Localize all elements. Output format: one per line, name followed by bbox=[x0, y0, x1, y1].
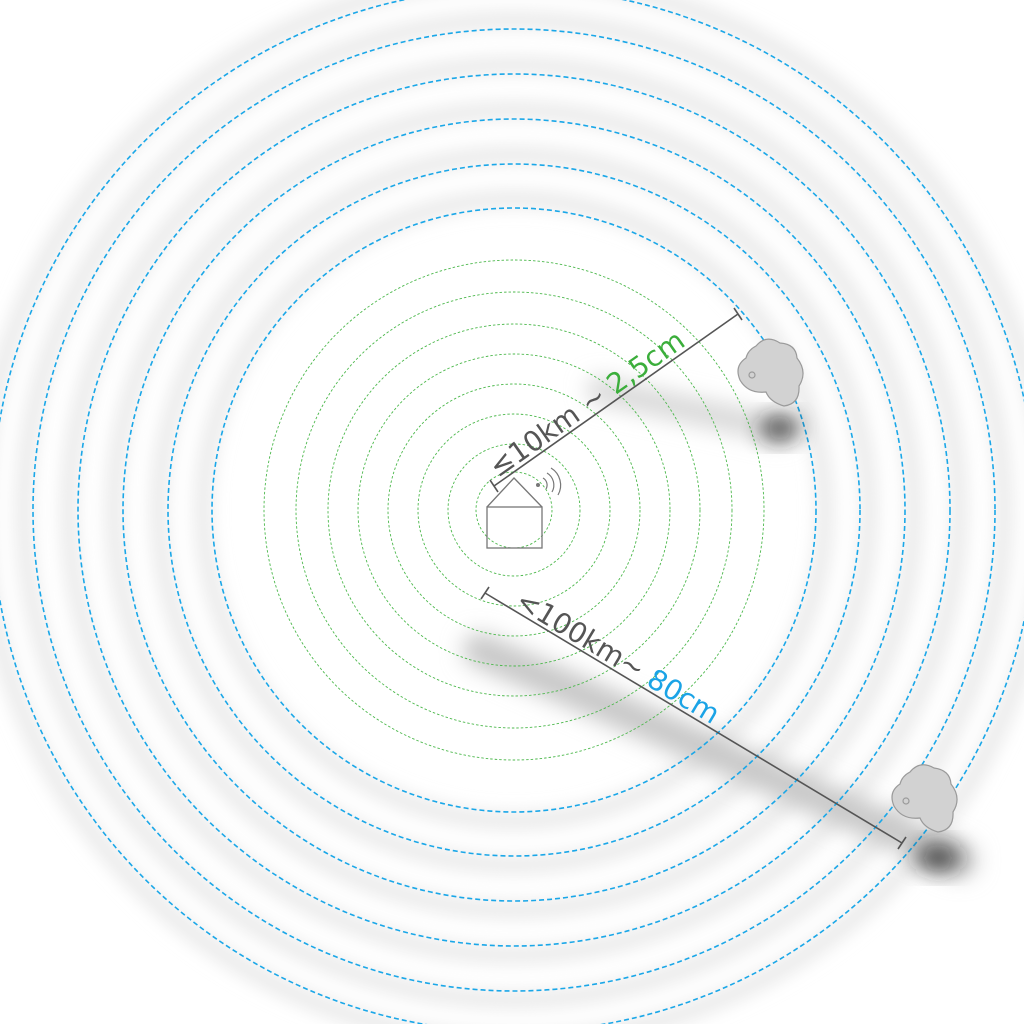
ring-halo bbox=[107, 103, 921, 917]
inner-range-ring bbox=[295, 291, 733, 729]
ring-halo bbox=[196, 192, 832, 828]
near-range-prefix: ≤10km ~ bbox=[483, 374, 620, 484]
near-measure-line bbox=[489, 307, 743, 493]
inner-range-ring bbox=[327, 323, 701, 697]
ring-halo bbox=[152, 148, 876, 872]
line-shadows bbox=[463, 377, 977, 877]
sensor-device-icon bbox=[737, 338, 804, 441]
outer-range-ring bbox=[122, 118, 906, 902]
far-measure-line bbox=[480, 586, 907, 850]
far-line-shadow bbox=[463, 633, 977, 877]
wifi-signal-icon bbox=[536, 467, 562, 496]
inner-range-ring bbox=[357, 353, 671, 667]
near-line-shadow bbox=[587, 377, 793, 443]
inner-range-ring bbox=[447, 443, 581, 577]
inner-range-ring bbox=[417, 413, 611, 607]
ring-halo bbox=[17, 13, 1011, 1007]
house-icon bbox=[486, 477, 543, 549]
outer-range-ring bbox=[32, 28, 996, 992]
outer-range-ring bbox=[167, 163, 861, 857]
sensor-device-icon bbox=[891, 764, 960, 872]
inner-range-ring bbox=[263, 259, 765, 761]
ring-halo bbox=[62, 58, 966, 962]
outer-range-ring bbox=[77, 73, 951, 947]
inner-range-ring bbox=[387, 383, 641, 637]
outer-range-ring bbox=[211, 207, 817, 813]
